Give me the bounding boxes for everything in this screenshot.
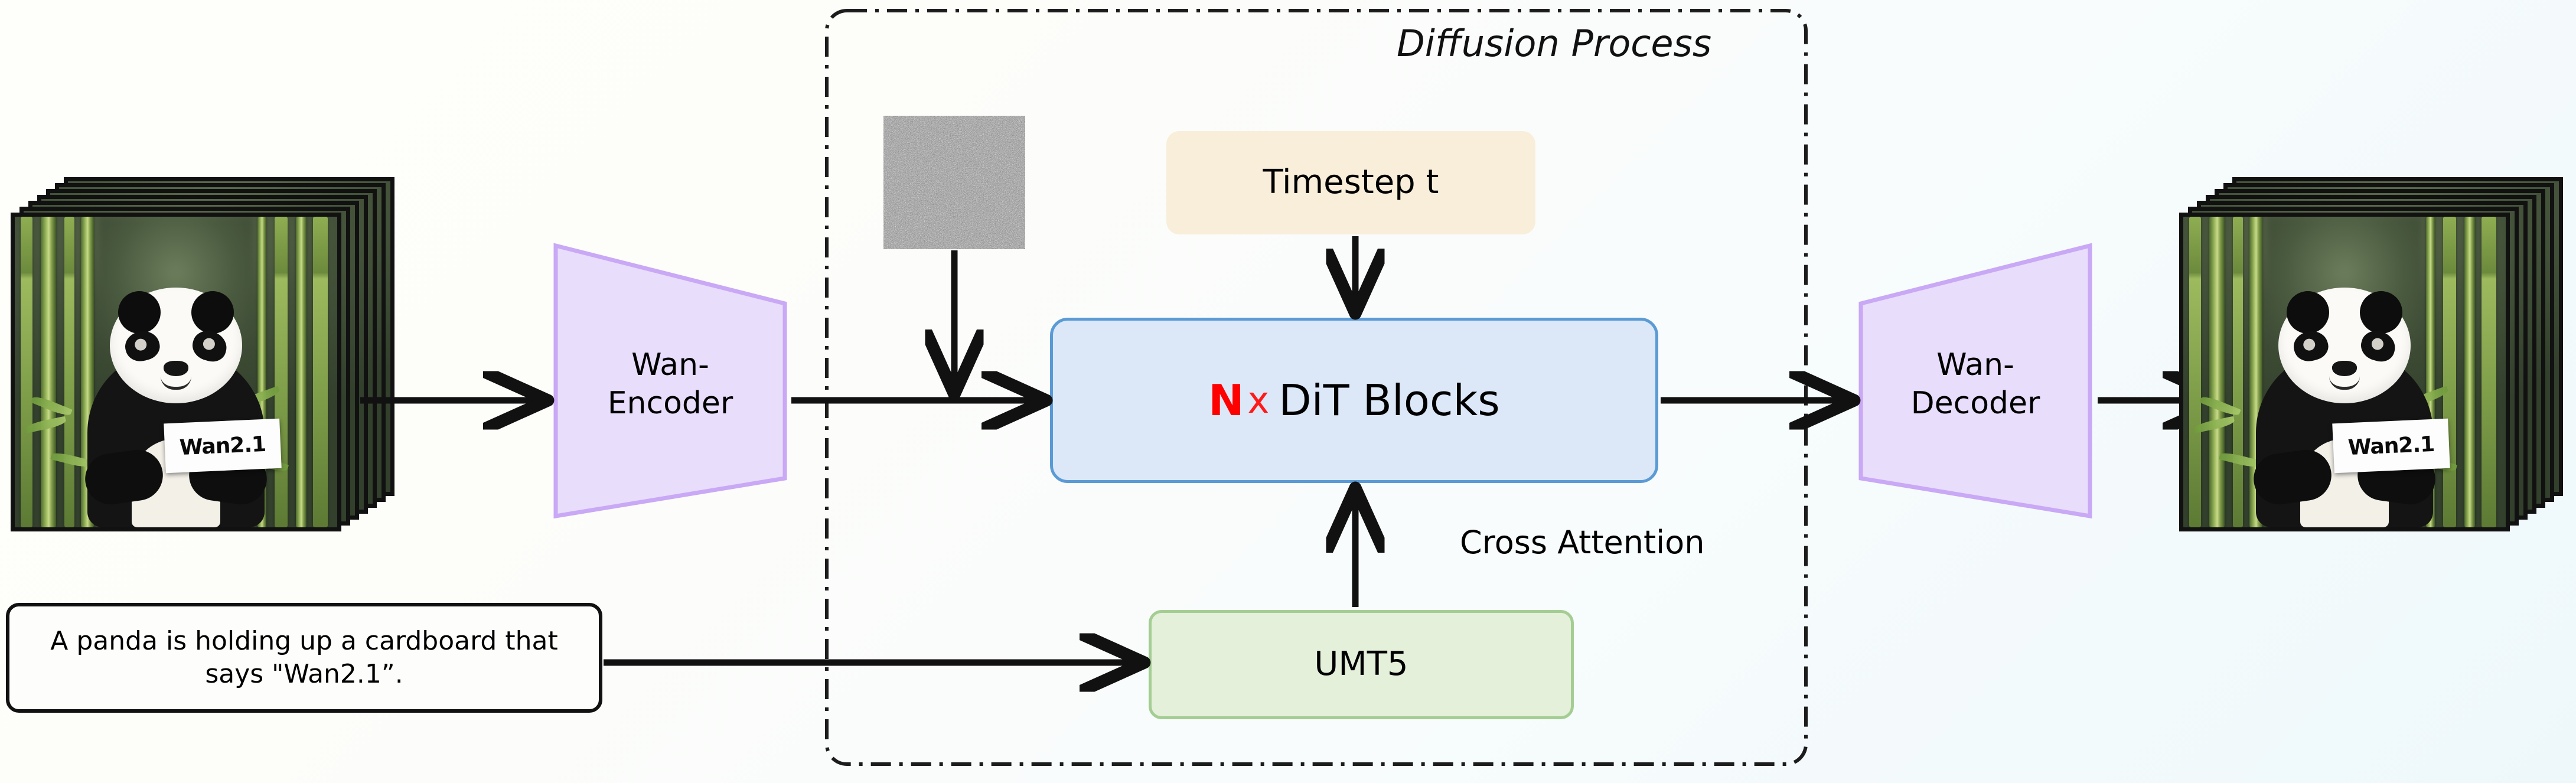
bamboo-stalk — [21, 217, 32, 527]
wan-encoder-block[interactable]: Wan- Encoder — [552, 242, 788, 520]
wan-decoder-label-line2: Decoder — [1910, 386, 2040, 421]
bamboo-stalk — [64, 217, 74, 527]
wan-decoder-label: Wan- Decoder — [1857, 346, 2094, 423]
frame-layer-front: Wan2.1 — [2179, 213, 2510, 531]
panda-ear-right — [2360, 291, 2402, 334]
panda-head — [110, 288, 242, 403]
umt5-block[interactable]: UMT5 — [1149, 610, 1574, 719]
panda-nose — [2332, 361, 2357, 376]
prompt-text: A panda is holding up a cardboard that s… — [50, 625, 558, 689]
panda: Wan2.1 — [81, 273, 282, 527]
wan-decoder-label-line1: Wan- — [1936, 347, 2014, 383]
gaussian-noise-latent — [883, 116, 1025, 249]
noise-texture — [883, 116, 1025, 249]
input-video-frame-stack: Wan2.1 — [11, 177, 400, 555]
bamboo-stalk — [41, 217, 56, 527]
bamboo-stalk — [313, 217, 328, 527]
panda-sign-card: Wan2.1 — [2332, 418, 2450, 474]
bamboo-stalk — [2189, 217, 2201, 527]
wan-encoder-label-line2: Encoder — [607, 386, 733, 421]
dit-blocks-label: DiT Blocks — [1279, 375, 1500, 425]
bamboo-stalk — [2233, 217, 2243, 527]
panda-photo: Wan2.1 — [2183, 217, 2506, 527]
panda-ear-right — [191, 291, 234, 334]
panda: Wan2.1 — [2250, 273, 2450, 527]
dit-block-count: N — [1208, 375, 1244, 425]
panda-nose — [164, 361, 188, 376]
output-video-frame-stack: Wan2.1 — [2179, 177, 2569, 555]
bamboo-stalk — [275, 217, 288, 527]
wan-decoder-block[interactable]: Wan- Decoder — [1857, 242, 2094, 520]
dit-multiply-symbol: x — [1247, 379, 1270, 422]
panda-head — [2278, 288, 2411, 403]
wan-encoder-shape — [553, 243, 787, 519]
diffusion-process-label: Diffusion Process — [1397, 22, 1712, 65]
bamboo-stalk — [2443, 217, 2456, 527]
panda-mouth — [161, 376, 191, 390]
prompt-text-box[interactable]: A panda is holding up a cardboard that s… — [6, 603, 602, 713]
timestep-block[interactable]: Timestep t — [1166, 131, 1535, 234]
panda-sign-text: Wan2.1 — [178, 432, 266, 460]
bamboo-stalk — [2209, 217, 2225, 527]
panda-ear-left — [2287, 291, 2329, 334]
cross-attention-label: Cross Attention — [1460, 524, 1705, 561]
wan-encoder-label-line1: Wan- — [631, 347, 709, 383]
panda-sign-card: Wan2.1 — [164, 418, 282, 474]
panda-ear-left — [118, 291, 161, 334]
frame-layer-front: Wan2.1 — [11, 213, 341, 531]
umt5-label: UMT5 — [1314, 645, 1408, 684]
panda-eye-right — [2357, 327, 2399, 366]
timestep-label: Timestep t — [1263, 163, 1439, 202]
panda-mouth — [2329, 376, 2360, 390]
panda-eye-left — [2290, 327, 2332, 366]
bamboo-stalk — [296, 217, 306, 527]
panda-sign-text: Wan2.1 — [2347, 432, 2435, 460]
wan-decoder-shape — [1858, 243, 2092, 519]
panda-photo: Wan2.1 — [15, 217, 337, 527]
bamboo-stalk — [2464, 217, 2475, 527]
panda-eye-left — [122, 327, 163, 366]
wan-encoder-label: Wan- Encoder — [552, 346, 788, 423]
bamboo-stalk — [2482, 217, 2496, 527]
panda-eye-right — [189, 327, 230, 366]
